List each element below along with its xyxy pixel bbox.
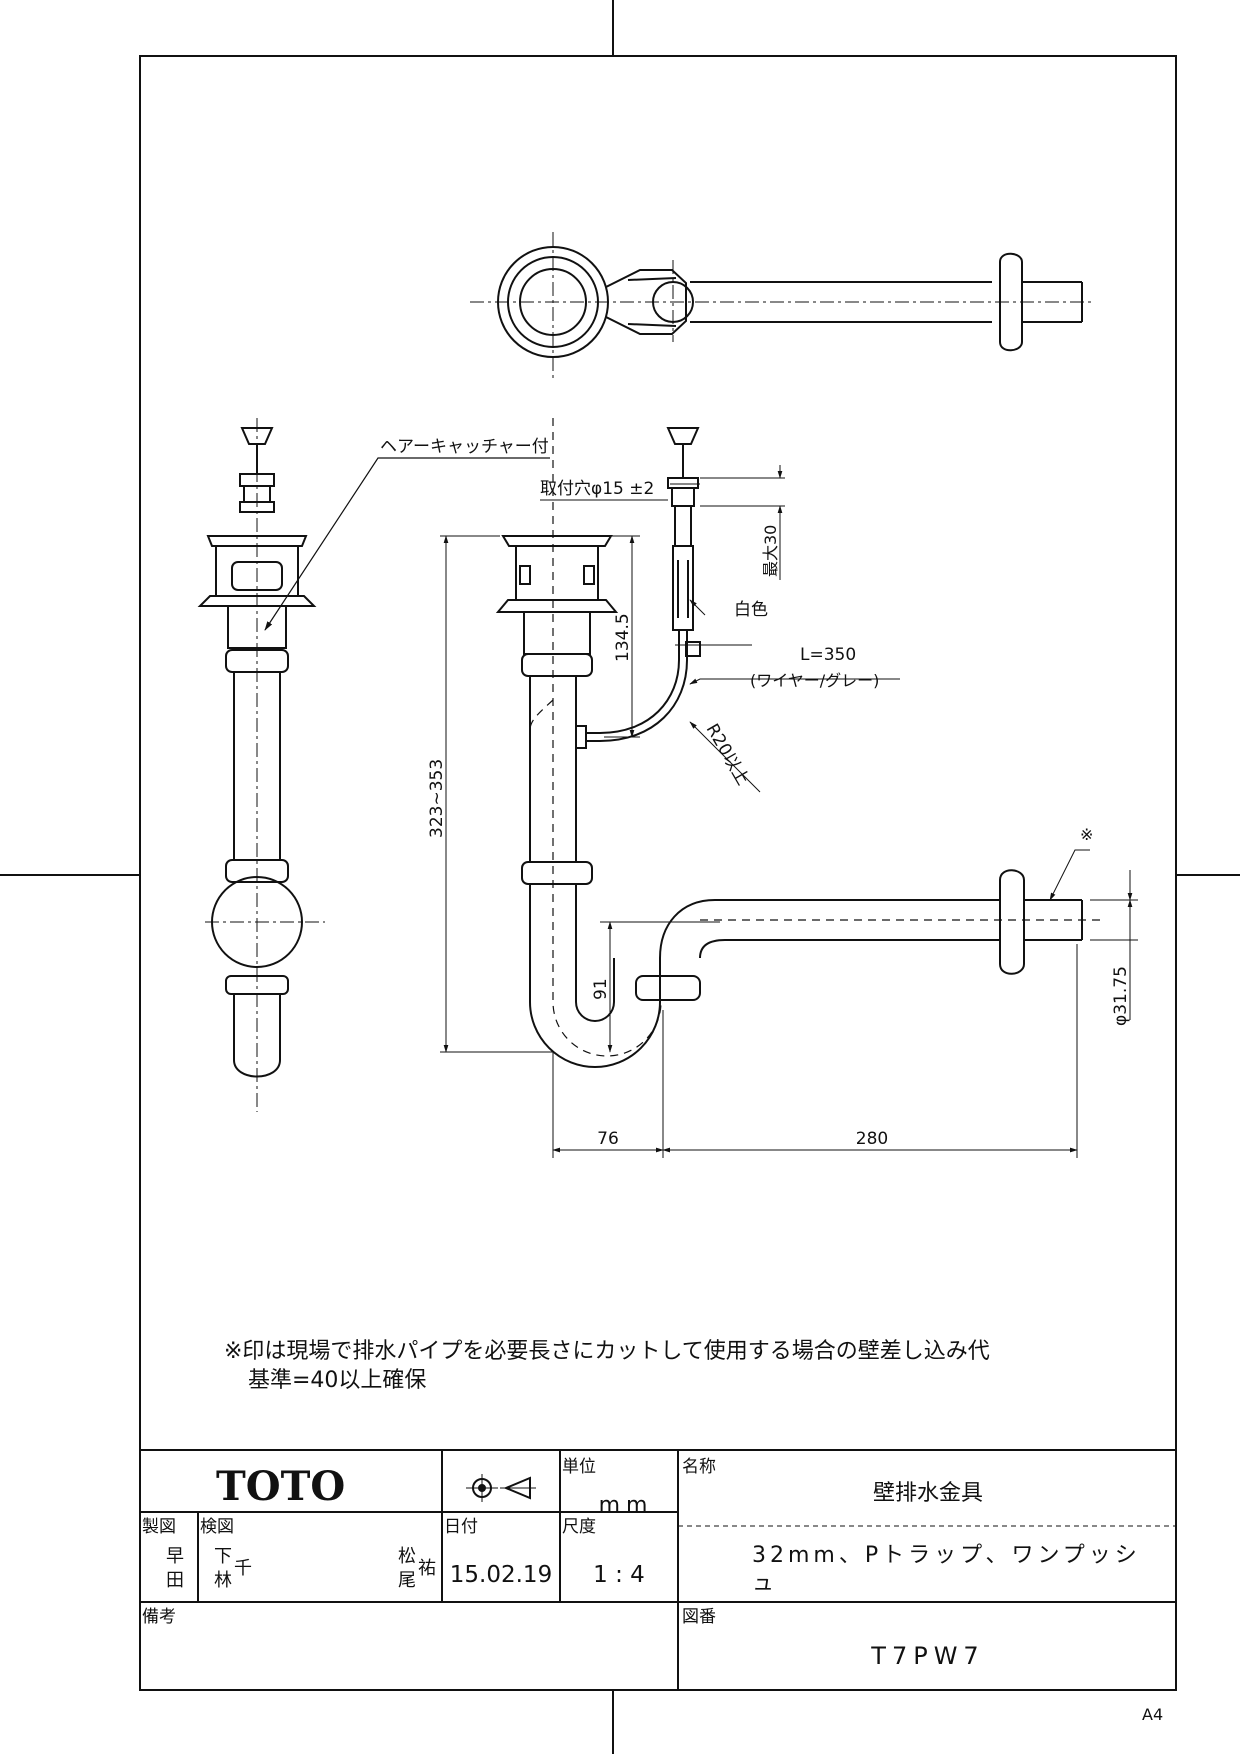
check-name-a2: 林 (214, 1570, 232, 1591)
drawn-name-1: 早 (166, 1546, 184, 1567)
note: ※印は現場で排水パイプを必要長さにカットして使用する場合の壁差し込み代 基準=4… (224, 1339, 990, 1393)
label-height-range: 323~353 (427, 759, 447, 838)
check-name-b2: 尾 (398, 1570, 416, 1591)
note-line-2: 基準=40以上確保 (248, 1368, 426, 1393)
unit-label: 単位 (562, 1457, 596, 1477)
unit-value: mm (599, 1493, 654, 1518)
check-label: 検図 (200, 1517, 234, 1537)
name-value: 壁排水金具 (873, 1481, 983, 1506)
side-view-centerlines (205, 418, 325, 1112)
note-line-1: ※印は現場で排水パイプを必要長さにカットして使用する場合の壁差し込み代 (224, 1339, 990, 1364)
projection-symbol-icon (466, 1474, 536, 1502)
label-134-5: 134.5 (613, 613, 633, 662)
label-wire-length: L=350 (800, 645, 856, 665)
drawn-name-2: 田 (166, 1570, 184, 1591)
label-wire-desc: (ワイヤー/グレー) (750, 671, 879, 690)
dimension-labels: 取付穴φ15 ±2 最大30 白色 L=350 (ワイヤー/グレー) R20以上… (427, 479, 1131, 1149)
title-block-grid (140, 1449, 1176, 1690)
label-91: 91 (591, 978, 611, 1000)
paper-size: A4 (1142, 1705, 1163, 1724)
front-view (495, 427, 1083, 1068)
check-name-a3: 千 (234, 1558, 252, 1579)
drawn-label: 製図 (142, 1517, 176, 1537)
label-radius: R20以上 (702, 721, 753, 789)
label-asterisk: ※ (1080, 825, 1093, 844)
dimensions (440, 465, 1138, 1158)
name-label: 名称 (682, 1457, 716, 1477)
top-view-centerlines (470, 232, 1095, 378)
label-280: 280 (856, 1129, 888, 1149)
drawing-no-value: T7PW7 (870, 1642, 984, 1670)
check-name-b3: 祐 (418, 1558, 436, 1579)
label-white: 白色 (734, 600, 768, 620)
remarks-label: 備考 (142, 1607, 176, 1627)
label-hair-catcher: ヘアーキャッチャー付 (380, 437, 549, 457)
scale-label: 尺度 (562, 1517, 596, 1537)
label-max30: 最大30 (761, 525, 780, 577)
label-mounting-hole: 取付穴φ15 ±2 (540, 479, 654, 499)
date-label: 日付 (444, 1517, 478, 1537)
title-block-text: TOTO 単位 mm 名称 壁排水金具 32mm、Pトラップ、ワンプッシ ュ 製… (142, 1457, 1141, 1670)
drawing-no-label: 図番 (682, 1607, 716, 1627)
toto-logo: TOTO (216, 1463, 345, 1510)
label-76: 76 (597, 1129, 619, 1149)
check-name-a1: 下 (214, 1546, 232, 1567)
date-value: 15.02.19 (450, 1562, 552, 1588)
spec-line-2: ュ (752, 1571, 774, 1596)
spec-line-1: 32mm、Pトラップ、ワンプッシ (752, 1543, 1141, 1568)
front-view-hidden-lines (529, 418, 1100, 1057)
scale-value: 1 : 4 (593, 1562, 645, 1588)
label-diameter: φ31.75 (1111, 966, 1131, 1026)
check-name-b1: 松 (398, 1546, 416, 1567)
hair-catcher-leader: ヘアーキャッチャー付 (264, 437, 550, 631)
